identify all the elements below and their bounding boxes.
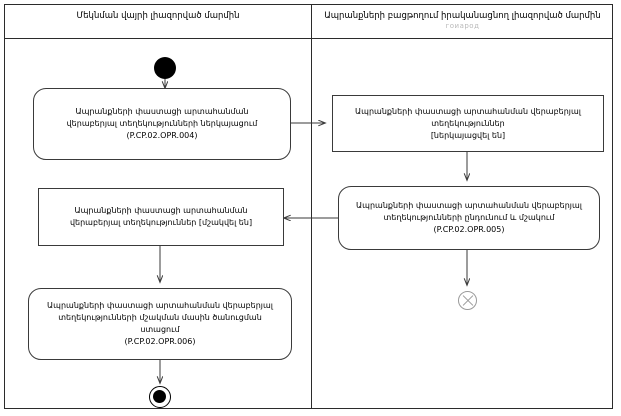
initial-node[interactable]: [154, 57, 176, 79]
action-node-opr-005[interactable]: Ապրանքների փաստացի արտահանման վերաբերյալ…: [338, 186, 600, 250]
object-node-information-submitted[interactable]: Ապրանքների փաստացի արտահանման վերաբերյալ…: [332, 95, 604, 152]
swimlane-header-right: Ապրանքների բացթողում իրականացնող լիազորվ…: [312, 4, 613, 38]
object-node-information-submitted-label: Ապրանքների փաստացի արտահանման վերաբերյալ…: [355, 106, 581, 140]
flow-final-node[interactable]: [458, 291, 477, 310]
action-node-opr-004-label: Ապրանքների փաստացի արտահանման վերաբերյալ…: [66, 107, 258, 140]
object-node-information-processed[interactable]: Ապրանքների փաստացի արտահանման վերաբերյալ…: [38, 188, 284, 246]
swimlane-header-left: Մեկնման վայրի լիազորված մարմին: [5, 4, 311, 38]
action-node-opr-004[interactable]: Ապրանքների փաստացի արտահանման վերաբերյալ…: [33, 88, 291, 160]
object-node-information-processed-label: Ապրանքների փաստացի արտահանման վերաբերյալ…: [69, 206, 253, 227]
swimlane-title-right: Ապրանքների բացթողում իրականացնող լիազորվ…: [324, 11, 601, 21]
swimlane-divider: [311, 4, 312, 409]
swimlane-subtitle-right: гоиарод: [445, 22, 480, 31]
action-node-opr-006[interactable]: Ապրանքների փաստացի արտահանման վերաբերյալ…: [28, 288, 292, 360]
action-node-opr-006-label: Ապրանքների փաստացի արտահանման վերաբերյալ…: [47, 301, 273, 346]
swimlane-title-left: Մեկնման վայրի լիազորված մարմին: [76, 11, 240, 21]
swimlane-header-divider: [4, 38, 613, 39]
activity-final-node[interactable]: [149, 386, 171, 408]
action-node-opr-005-label: Ապրանքների փաստացի արտահանման վերաբերյալ…: [356, 201, 582, 234]
